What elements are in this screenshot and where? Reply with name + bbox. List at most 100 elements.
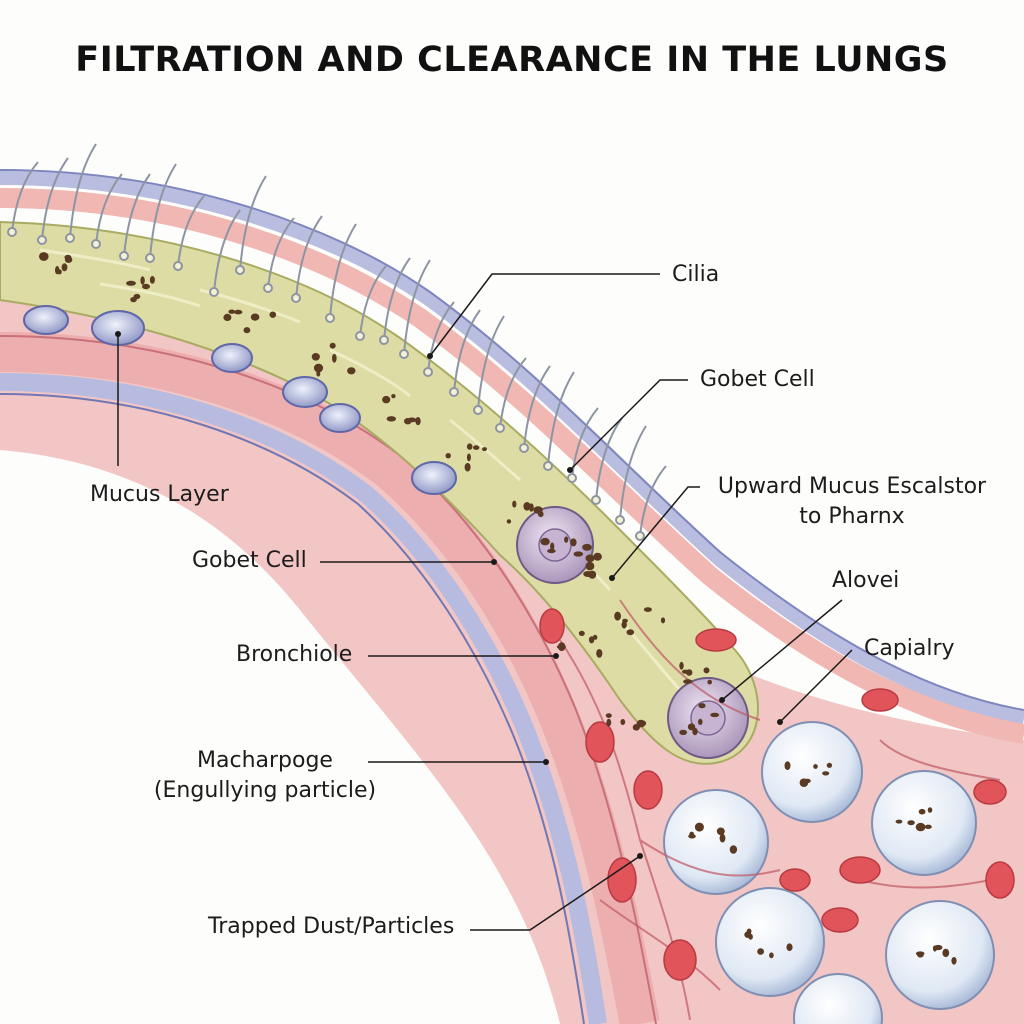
diagram-title: FILTRATION AND CLEARANCE IN THE LUNGS [75,40,949,80]
label-alveoli: Alovei [832,568,900,593]
particle [382,395,391,404]
particle [269,311,277,318]
particle [679,729,688,736]
particle [223,313,232,321]
macrophages [516,506,749,759]
particle [585,554,595,563]
cilium-base [173,261,183,271]
particle [769,952,774,959]
cilium-base [355,331,365,341]
label-macrophage-line1: Macharpoge [197,748,333,773]
cilium [267,217,295,289]
particle [822,771,830,776]
particle [547,548,556,554]
particle [895,819,903,824]
particle [407,417,417,423]
particle [582,543,592,551]
particle [640,720,647,727]
red-blood-cells [539,608,1015,981]
cilium-base [235,265,245,275]
cilium [359,265,387,337]
particle [445,453,451,459]
cilium-base [37,235,47,245]
particle [592,634,598,640]
particle [596,649,603,658]
particle [951,957,957,965]
lower-wall-pink [0,332,660,1024]
cilium-base [591,495,601,505]
particle [620,719,626,725]
cilium-base [399,349,409,359]
label-mucus-layer: Mucus Layer [90,482,229,507]
particle [464,462,471,472]
particle [415,417,421,426]
cilium-base [263,283,273,293]
cilium-base [567,473,577,483]
particle [564,536,569,543]
particle [643,607,652,612]
cilium [11,161,39,233]
particle [707,679,712,685]
label-cilia: Cilia [672,262,720,287]
cilium [523,365,551,449]
label-capillary: Capialry [864,636,955,661]
cilium [571,407,599,479]
trapped-particles [39,252,957,965]
particle [473,445,480,450]
cilium [477,315,505,411]
label-mucus-escalator: Upward Mucus Escalstor to Pharnx [712,472,992,532]
particle [61,263,68,272]
cilium [639,465,667,537]
particle [506,519,512,524]
particle [729,845,738,854]
label-macrophage: Macharpoge (Engullying particle) [150,746,380,806]
particle [585,561,595,571]
particle [316,370,321,377]
label-goblet-cell-left: Gobet Cell [192,548,307,573]
particle [243,327,251,334]
particle [710,712,720,718]
cilium [547,371,575,467]
particle [140,276,145,285]
particle [605,713,612,718]
particle [748,933,753,940]
cilium-base [423,367,433,377]
particle [64,256,73,263]
cilium [41,157,69,241]
particle [924,824,932,829]
particle [683,679,693,684]
particle [512,500,517,508]
particle [149,276,155,284]
cilium [619,425,647,521]
particle [689,831,695,838]
particle [692,727,698,736]
label-mucus-escalator-line1: Upward Mucus Escalstor [717,474,987,499]
particle [918,808,926,815]
particle [927,807,933,813]
particle [311,353,320,361]
cilium [177,195,205,267]
cilium-base [615,515,625,525]
upper-wall [0,188,1024,744]
cilium [123,173,151,257]
particle [746,928,752,935]
cilium [383,257,411,341]
cilium [499,357,527,429]
particle [391,394,396,399]
cilium-base [325,313,335,323]
cilium [95,173,123,245]
cilium [595,417,623,501]
cilium-base [7,227,17,237]
particle [250,313,260,321]
label-goblet-cell-right: Gobet Cell [700,367,815,392]
particle [228,309,236,314]
particle [719,833,726,843]
cilium [403,259,431,355]
particle [55,266,60,275]
cilium-base [519,443,529,453]
particle [942,948,950,958]
particle [578,630,585,637]
particle [133,293,141,300]
particle [660,617,666,624]
